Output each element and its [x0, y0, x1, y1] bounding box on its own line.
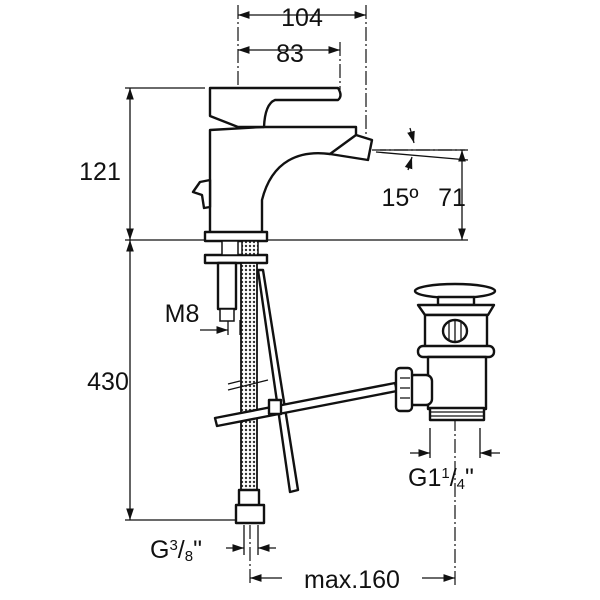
- dim-m8: M8: [165, 300, 200, 328]
- dim-83: 83: [276, 40, 304, 68]
- pop-up-waste: [394, 282, 497, 422]
- dim-g-3-8: G3/8": [150, 536, 202, 565]
- dim-121: 121: [79, 158, 121, 186]
- dimension-lines: [125, 11, 500, 582]
- dimension-labels: 104 83 121 15º 71 M8 430 G11/4" G3/8" ma…: [79, 4, 474, 594]
- dim-104: 104: [281, 4, 323, 32]
- faucet-body: [191, 86, 374, 322]
- dim-15-degrees: 15º: [382, 184, 419, 212]
- dim-71: 71: [438, 184, 466, 212]
- dim-430: 430: [87, 368, 129, 396]
- dim-max-160: max.160: [304, 566, 400, 594]
- supply-hose-and-rods: [213, 262, 399, 525]
- dim-g1-1-4: G11/4": [408, 464, 474, 493]
